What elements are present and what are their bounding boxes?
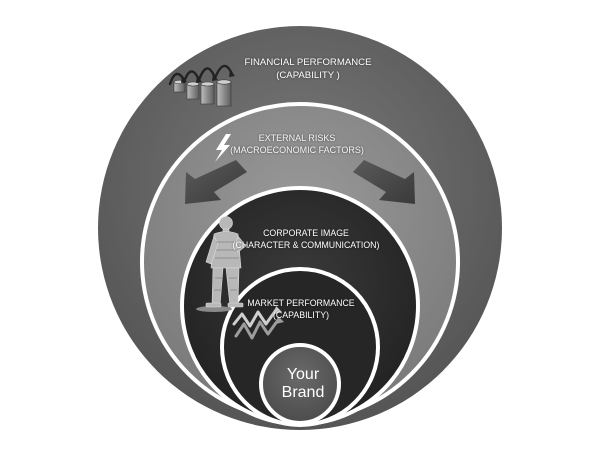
corporate-image-label: CORPORATE IMAGE (CHARACTER & COMMUNICATI… [226, 228, 386, 252]
external-risks-subtitle: (MACROECONOMIC FACTORS) [230, 145, 364, 156]
your-brand-core [259, 343, 341, 425]
arrow-down-right-icon [353, 160, 415, 204]
external-risks-title: EXTERNAL RISKS [258, 133, 336, 143]
financial-performance-title: FINANCIAL PERFORMANCE [244, 57, 372, 68]
external-risks-label: EXTERNAL RISKS (MACROECONOMIC FACTORS) [222, 132, 372, 156]
market-performance-subtitle: (CAPABILITY) [272, 309, 330, 320]
your-brand-line-1: Your [286, 366, 320, 383]
your-brand-line-2: Brand [281, 383, 325, 401]
market-performance-label: MARKET PERFORMANCE (CAPABILITY) [236, 298, 366, 322]
your-brand-label: Your Brand [270, 366, 336, 401]
lightning-bolt-icon [215, 134, 231, 162]
businessman-figure-icon [196, 216, 247, 312]
coin-stacks-icon [168, 64, 235, 107]
arrow-down-left-icon [185, 160, 247, 204]
financial-performance-subtitle: (CAPABILITY ) [276, 69, 340, 81]
corporate-image-subtitle: (CHARACTER & COMMUNICATION) [232, 239, 380, 250]
financial-performance-label: FINANCIAL PERFORMANCE (CAPABILITY ) [228, 57, 388, 83]
zigzag-arrows-icon [232, 306, 284, 340]
corporate-image-title: CORPORATE IMAGE [263, 228, 349, 238]
market-performance-title: MARKET PERFORMANCE [247, 298, 355, 308]
